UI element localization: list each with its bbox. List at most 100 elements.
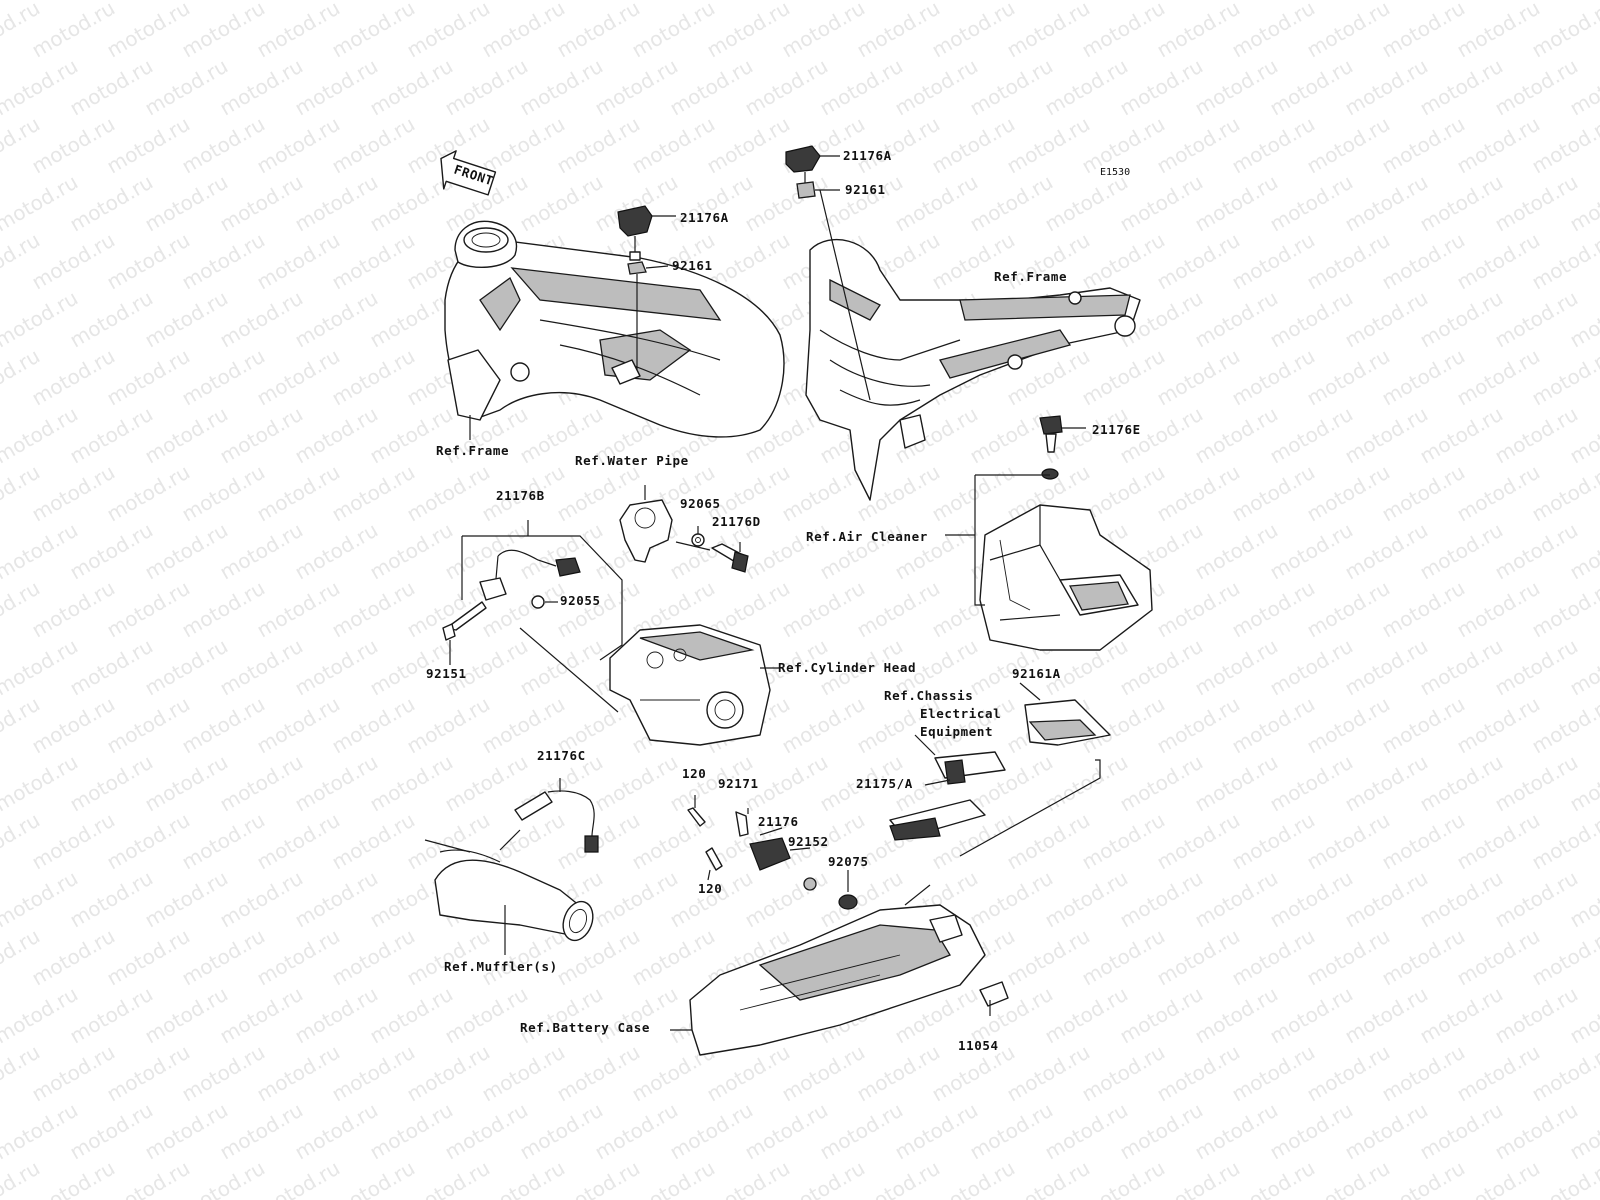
watermark-text: motod.ru bbox=[0, 750, 82, 817]
watermark-text: motod.ru bbox=[1491, 54, 1582, 121]
watermark-text: motod.ru bbox=[403, 692, 494, 759]
watermark-text: motod.ru bbox=[1078, 808, 1169, 875]
part-21176A-top-label: 21176A bbox=[843, 148, 892, 163]
watermark-text: motod.ru bbox=[853, 0, 944, 62]
watermark-text: motod.ru bbox=[1003, 112, 1094, 179]
watermark-text: motod.ru bbox=[1378, 0, 1469, 62]
ref-cylinder-head-label: Ref.Cylinder Head bbox=[778, 660, 916, 675]
battery-case-drawing bbox=[670, 884, 1009, 1056]
watermark-text: motod.ru bbox=[328, 228, 419, 295]
watermark-text: motod.ru bbox=[966, 1098, 1057, 1165]
watermark-text: motod.ru bbox=[291, 1098, 382, 1165]
watermark-text: motod.ru bbox=[0, 54, 82, 121]
cylinder-head-drawing bbox=[609, 624, 780, 746]
watermark-text: motod.ru bbox=[1078, 1040, 1169, 1107]
watermark-text: motod.ru bbox=[1341, 1098, 1432, 1165]
watermark-text: motod.ru bbox=[1153, 576, 1244, 643]
watermark-text: motod.ru bbox=[478, 1040, 569, 1107]
ref-water-pipe-label: Ref.Water Pipe bbox=[575, 453, 689, 468]
watermark-text: motod.ru bbox=[141, 54, 232, 121]
watermark-text: motod.ru bbox=[1078, 344, 1169, 411]
watermark-text: motod.ru bbox=[966, 170, 1057, 237]
watermark-text: motod.ru bbox=[1041, 170, 1132, 237]
watermark-text: motod.ru bbox=[1191, 54, 1282, 121]
watermark-text: motod.ru bbox=[1416, 170, 1507, 237]
watermark-text: motod.ru bbox=[216, 54, 307, 121]
watermark-text: motod.ru bbox=[291, 982, 382, 1049]
watermark-text: motod.ru bbox=[778, 0, 869, 62]
watermark-text: motod.ru bbox=[628, 112, 719, 179]
watermark-text: motod.ru bbox=[928, 112, 1019, 179]
watermark-text: motod.ru bbox=[28, 692, 119, 759]
watermark-text: motod.ru bbox=[1303, 924, 1394, 991]
part-92075-label: 92075 bbox=[828, 854, 869, 869]
watermark-text: motod.ru bbox=[178, 1040, 269, 1107]
watermark-text: motod.ru bbox=[1191, 866, 1282, 933]
watermark-text: motod.ru bbox=[253, 1040, 344, 1107]
watermark-text: motod.ru bbox=[1528, 1040, 1600, 1107]
watermark-text: motod.ru bbox=[1378, 576, 1469, 643]
watermark-text: motod.ru bbox=[253, 0, 344, 62]
ref-frame-left-label: Ref.Frame bbox=[436, 443, 509, 458]
watermark-text: motod.ru bbox=[1378, 344, 1469, 411]
watermark-text: motod.ru bbox=[1266, 402, 1357, 469]
watermark-text: motod.ru bbox=[1116, 1098, 1207, 1165]
watermark-text: motod.ru bbox=[103, 692, 194, 759]
watermark-text: motod.ru bbox=[178, 576, 269, 643]
part-92161A-label: 92161A bbox=[1012, 666, 1061, 681]
watermark-text: motod.ru bbox=[553, 1040, 644, 1107]
watermark-text: motod.ru bbox=[1453, 692, 1544, 759]
watermark-text: motod.ru bbox=[178, 808, 269, 875]
watermark-text: motod.ru bbox=[216, 170, 307, 237]
watermark-text: motod.ru bbox=[366, 402, 457, 469]
watermark-text: motod.ru bbox=[0, 982, 82, 1049]
watermark-text: motod.ru bbox=[103, 808, 194, 875]
watermark-text: motod.ru bbox=[666, 1098, 757, 1165]
part-92171-label: 92171 bbox=[718, 776, 759, 791]
watermark-text: motod.ru bbox=[741, 866, 832, 933]
watermark-text: motod.ru bbox=[741, 1098, 832, 1165]
watermark-text: motod.ru bbox=[1491, 982, 1582, 1049]
watermark-text: motod.ru bbox=[141, 634, 232, 701]
watermark-text: motod.ru bbox=[0, 0, 82, 4]
watermark-text: motod.ru bbox=[778, 576, 869, 643]
watermark-text: motod.ru bbox=[1453, 576, 1544, 643]
watermark-text: motod.ru bbox=[591, 750, 682, 817]
watermark-text: motod.ru bbox=[178, 924, 269, 991]
part-21176A-left-label: 21176A bbox=[680, 210, 729, 225]
watermark-text: motod.ru bbox=[0, 1098, 82, 1165]
watermark-text: motod.ru bbox=[816, 54, 907, 121]
watermark-text: motod.ru bbox=[1528, 112, 1600, 179]
watermark-text: motod.ru bbox=[28, 344, 119, 411]
watermark-text: motod.ru bbox=[1078, 0, 1169, 62]
part-92065-label: 92065 bbox=[680, 496, 721, 511]
watermark-text: motod.ru bbox=[1378, 924, 1469, 991]
watermark-text: motod.ru bbox=[628, 0, 719, 62]
watermark-text: motod.ru bbox=[1266, 518, 1357, 585]
watermark-text: motod.ru bbox=[778, 692, 869, 759]
watermark-text: motod.ru bbox=[1266, 634, 1357, 701]
watermark-text: motod.ru bbox=[1303, 228, 1394, 295]
watermark-text: motod.ru bbox=[28, 228, 119, 295]
watermark-text: motod.ru bbox=[403, 460, 494, 527]
watermark-text: motod.ru bbox=[0, 634, 82, 701]
watermark-text: motod.ru bbox=[178, 460, 269, 527]
ref-battery-case-label: Ref.Battery Case bbox=[520, 1020, 650, 1035]
watermark-text: motod.ru bbox=[253, 460, 344, 527]
watermark-text: motod.ru bbox=[66, 518, 157, 585]
watermark-text: motod.ru bbox=[1453, 1040, 1544, 1107]
watermark-text: motod.ru bbox=[1153, 0, 1244, 62]
watermark-text: motod.ru bbox=[591, 54, 682, 121]
watermark-text: motod.ru bbox=[141, 1098, 232, 1165]
watermark-text: motod.ru bbox=[553, 576, 644, 643]
watermark-text: motod.ru bbox=[1453, 0, 1544, 62]
watermark-text: motod.ru bbox=[1416, 286, 1507, 353]
watermark-text: motod.ru bbox=[1378, 1040, 1469, 1107]
watermark-text: motod.ru bbox=[103, 228, 194, 295]
watermark-text: motod.ru bbox=[1191, 750, 1282, 817]
ref-chassis-label-line2: Electrical bbox=[920, 706, 1001, 721]
watermark-text: motod.ru bbox=[1528, 576, 1600, 643]
watermark-text: motod.ru bbox=[141, 866, 232, 933]
watermark-text: motod.ru bbox=[666, 170, 757, 237]
watermark-text: motod.ru bbox=[516, 170, 607, 237]
